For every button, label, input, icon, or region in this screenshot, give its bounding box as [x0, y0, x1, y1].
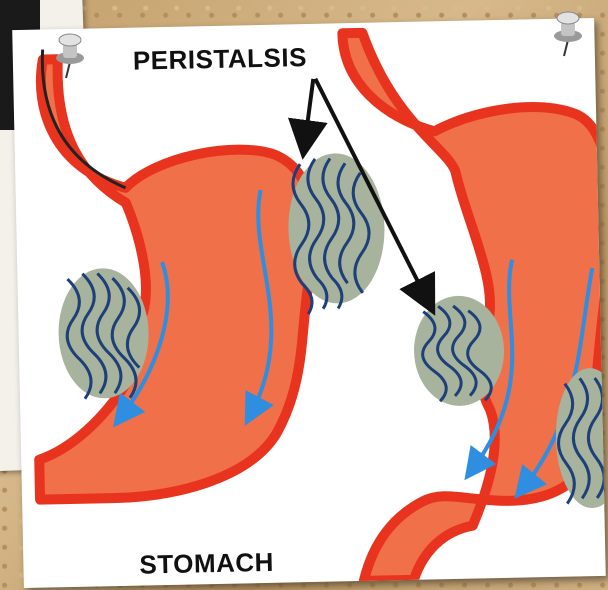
peristalsis-label: PERISTALSIS: [133, 42, 308, 77]
muscle-wave-left-lower: [57, 267, 150, 399]
stomach-left-body: [31, 54, 319, 500]
stomach-left: [31, 44, 319, 500]
pushpin-icon: [52, 30, 88, 80]
peristalsis-diagram: [12, 18, 606, 588]
stomach-label: STOMACH: [139, 547, 274, 581]
diagram-card: PERISTALSIS STOMACH: [12, 18, 606, 588]
peristalsis-arrow-left: [303, 79, 314, 144]
pushpin-icon: [550, 8, 586, 58]
